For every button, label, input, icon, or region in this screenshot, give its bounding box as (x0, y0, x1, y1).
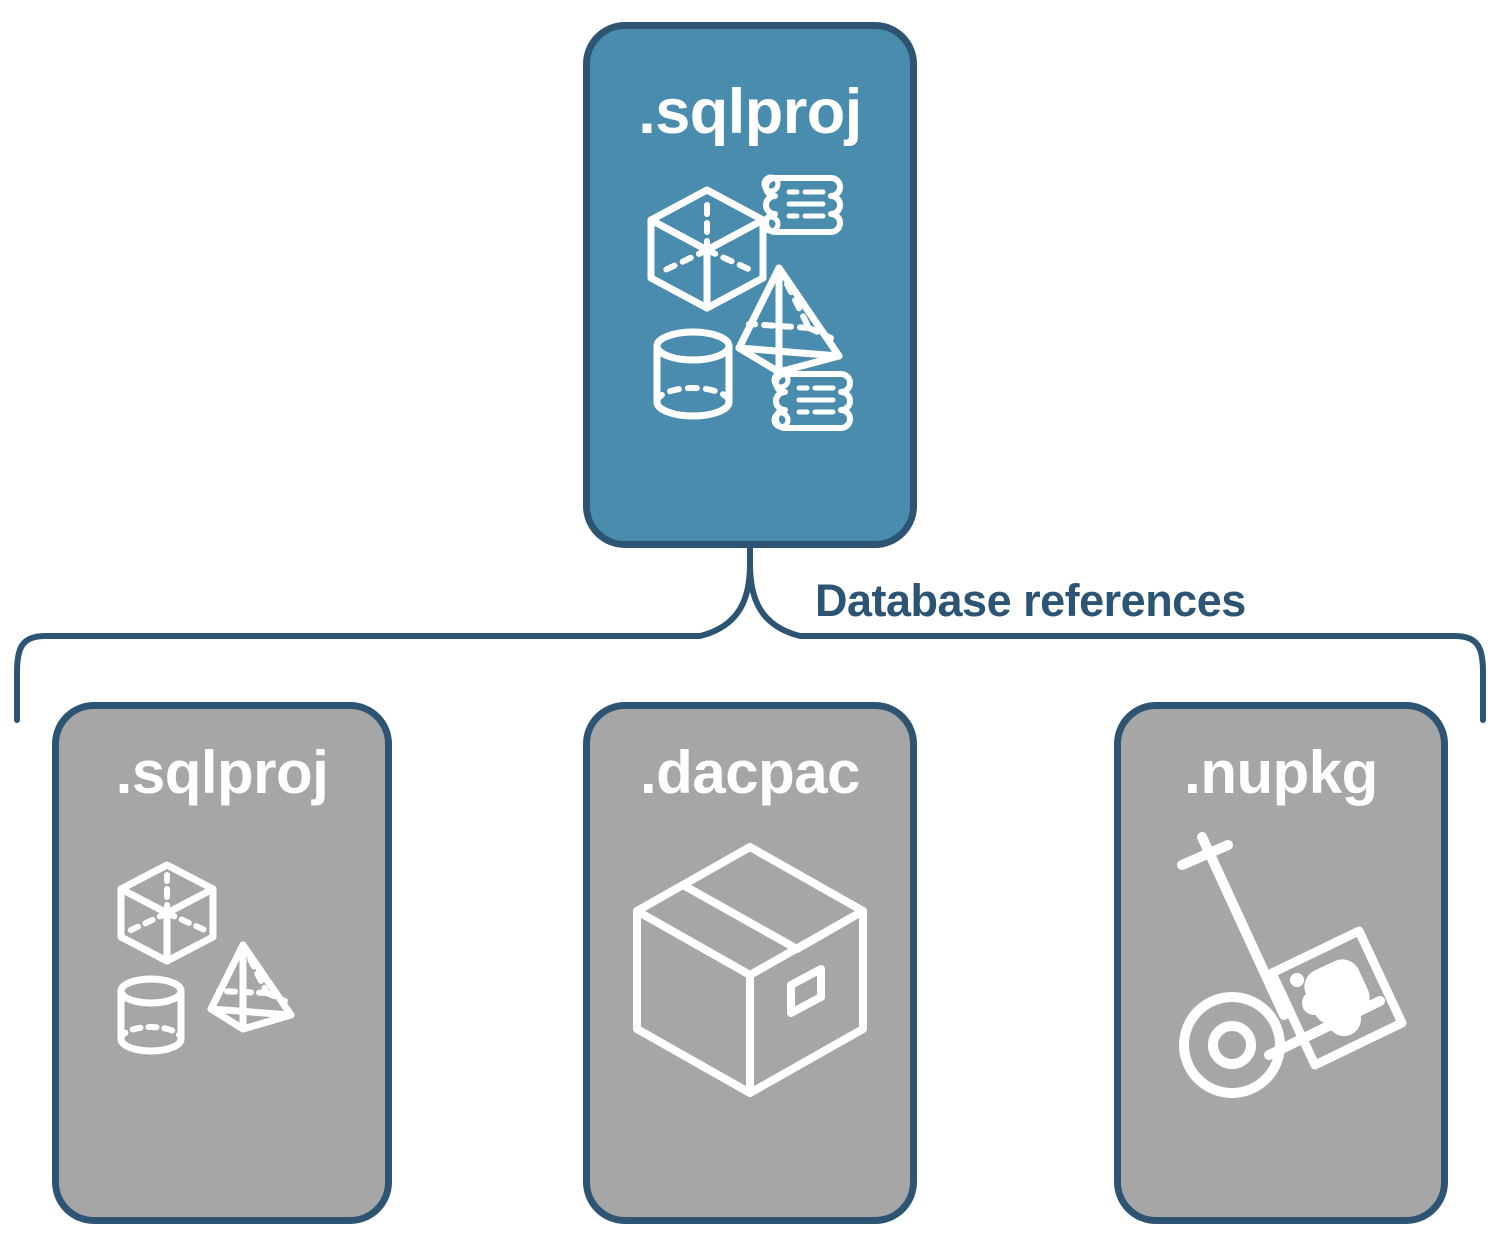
child-card-nupkg[interactable]: .nupkg (1114, 702, 1448, 1224)
cylinder-wireframe-icon (117, 975, 185, 1055)
child-nupkg-icon-group (1156, 832, 1407, 1103)
scroll-script-icon (771, 370, 853, 431)
scroll-script-icon (761, 174, 843, 235)
shipping-box-svg (633, 843, 867, 1097)
shipping-box-icon (633, 843, 867, 1097)
parent-card-icon-group (635, 168, 865, 448)
parent-card-sqlproj[interactable]: .sqlproj (583, 22, 917, 548)
parent-card-title: .sqlproj (638, 77, 862, 147)
child-card-nupkg-title: .nupkg (1184, 739, 1378, 806)
cylinder-wireframe-icon (653, 328, 733, 420)
child-card-sqlproj[interactable]: .sqlproj (52, 702, 392, 1224)
hand-truck-package-icon (1177, 832, 1407, 1098)
child-card-dacpac-title: .dacpac (640, 739, 860, 806)
cube-wireframe-icon (117, 861, 217, 965)
child-card-dacpac[interactable]: .dacpac (583, 702, 917, 1224)
database-references-brace (14, 545, 1486, 723)
pyramid-wireframe-icon (207, 941, 295, 1033)
child-sqlproj-icons-svg (117, 861, 295, 1055)
brace-left-arm (14, 561, 753, 723)
cube-wireframe-icon (647, 186, 767, 312)
hand-truck-package-svg (1177, 832, 1407, 1098)
parent-icons-svg (647, 174, 853, 431)
brace-label: Database references (815, 575, 1246, 626)
child-card-sqlproj-title: .sqlproj (115, 739, 329, 806)
brace-right-arm (747, 561, 1486, 723)
child-dacpac-icon-group (625, 833, 875, 1103)
pyramid-wireframe-icon (735, 264, 843, 376)
child-sqlproj-icon-group (97, 833, 347, 1103)
